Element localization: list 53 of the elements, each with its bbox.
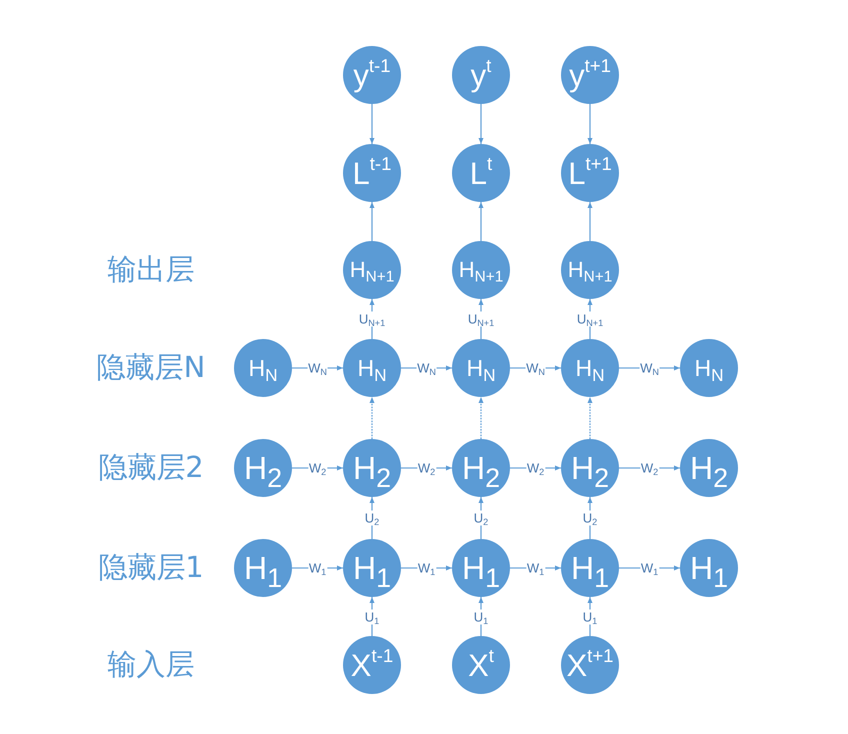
edge-label: U$_{N+1}$	[576, 312, 604, 326]
arrow	[478, 397, 484, 439]
arrow	[588, 104, 592, 144]
edge-label: W$_{N}$	[525, 360, 546, 376]
arrow	[370, 397, 374, 439]
node-label: H$_{N+1}$	[458, 259, 504, 281]
edge-label: W$_{N}$	[307, 360, 328, 376]
edge-label: U$_{N+1}$	[466, 312, 496, 326]
edge-label: W$_{1}$	[416, 560, 436, 576]
layer-label: 隐藏层N	[96, 352, 206, 384]
layer-label: 输出层	[108, 254, 194, 286]
node-label: y$^{t}$	[470, 60, 492, 90]
node-label: y$^{t-1}$	[352, 60, 392, 90]
edge-label: U$_{1}$	[364, 609, 380, 624]
edge-label: W$_{2}$	[526, 460, 546, 476]
node-label: H$_{N}$	[465, 356, 497, 380]
node-label: H$_{N}$	[693, 356, 725, 380]
edge-label: W$_{1}$	[526, 560, 546, 576]
edge-label: U$_{1}$	[472, 609, 490, 624]
edge-label: U$_{2}$	[364, 510, 380, 526]
node-label: H$_{N+1}$	[566, 259, 614, 281]
node-label: L$^{t-1}$	[352, 158, 392, 188]
edge-label: U$_{2}$	[472, 510, 490, 526]
node-label: X$^{t}$	[467, 650, 495, 680]
node-label: L$^{t}$	[468, 158, 494, 188]
edge-label: W$_{1}$	[308, 560, 328, 576]
edge-label: U$_{2}$	[582, 510, 598, 526]
layer-label: 输入层	[108, 649, 194, 681]
node-label: H$_{N}$	[356, 356, 388, 380]
arrow	[478, 202, 484, 241]
node-label: y$^{t+1}$	[568, 60, 612, 90]
edge-label: W$_{N}$	[639, 360, 660, 376]
edge-label: U$_{N+1}$	[358, 312, 386, 326]
edge-label: W$_{2}$	[308, 460, 328, 476]
arrow	[478, 104, 484, 144]
layer-label: 隐藏层1	[98, 552, 204, 584]
arrow	[370, 202, 374, 241]
arrow	[370, 104, 374, 144]
layer-label: 隐藏层2	[98, 452, 204, 484]
arrow	[588, 397, 592, 439]
node-label: H$_{N+1}$	[348, 259, 396, 281]
node-label: H$_{N}$	[574, 356, 606, 380]
node-label: X$^{t+1}$	[565, 650, 615, 680]
arrow	[588, 202, 592, 241]
edge-label: W$_{1}$	[640, 560, 660, 576]
node-label: X$^{t-1}$	[350, 650, 394, 680]
edge-label: W$_{N}$	[416, 360, 437, 376]
edge-label: U$_{1}$	[582, 609, 598, 624]
node-label: H$_{N}$	[247, 356, 279, 380]
node-label: L$^{t+1}$	[567, 158, 613, 188]
edge-label: W$_{2}$	[640, 460, 660, 476]
edge-label: W$_{2}$	[416, 460, 436, 476]
arrow	[619, 366, 680, 370]
